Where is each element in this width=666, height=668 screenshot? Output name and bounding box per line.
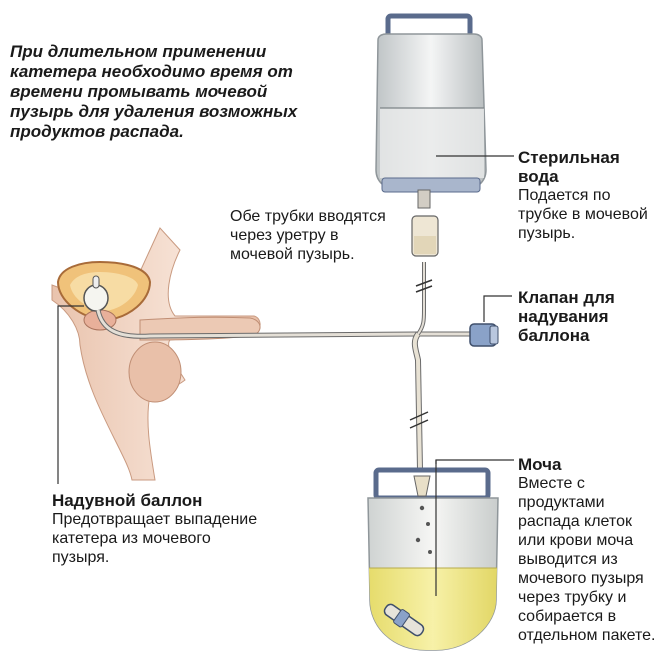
label-balloon-title: Надувной баллон xyxy=(52,491,203,510)
intro-text: При длительном применении катетера необх… xyxy=(10,42,298,141)
leader-lines xyxy=(57,155,514,596)
catheter-tube xyxy=(95,262,474,471)
label-tubes-body: Обе трубки вводятся через уретру в мочев… xyxy=(230,208,386,263)
label-tubes: Обе трубки вводятся через уретру в мочев… xyxy=(230,207,400,264)
label-urine-title: Моча xyxy=(518,455,562,474)
label-valve: Клапан для надувания баллона xyxy=(518,288,658,345)
label-balloon-body: Предотвращает выпадение катетера из моче… xyxy=(52,511,258,566)
label-balloon: Надувной баллон Предотвращает выпадение … xyxy=(52,491,272,567)
urine-bag xyxy=(367,467,499,651)
water-bag xyxy=(375,13,487,257)
label-urine: Моча Вместе с продуктами распада клеток … xyxy=(518,455,663,645)
label-valve-title: Клапан для надувания баллона xyxy=(518,288,615,345)
valve xyxy=(469,323,499,347)
label-sterile-water-title: Стерильная вода xyxy=(518,148,620,186)
label-urine-body: Вместе с продуктами распада клеток или к… xyxy=(518,475,656,644)
label-sterile-water-body: Подается по трубке в мочевой пузырь. xyxy=(518,187,648,242)
label-sterile-water: Стерильная вода Подается по трубке в моч… xyxy=(518,148,658,243)
